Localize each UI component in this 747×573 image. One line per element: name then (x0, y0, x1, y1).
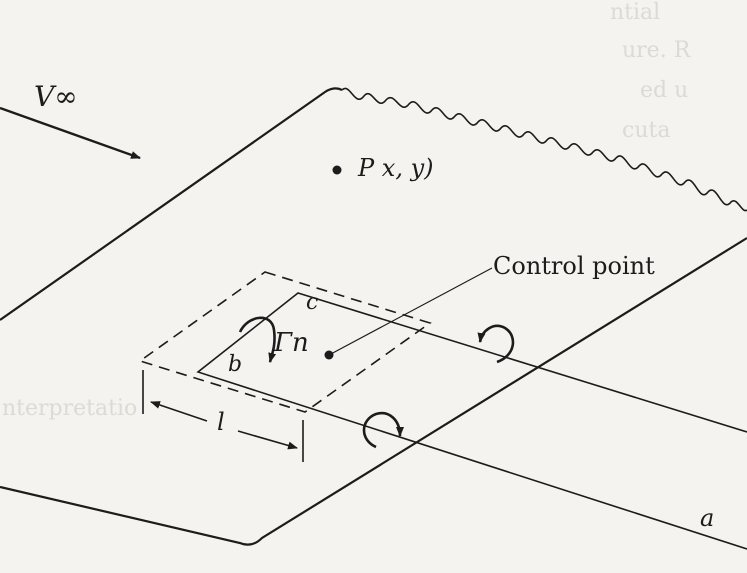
bleed-through-text: ed u (640, 78, 689, 103)
bleed-through-text: nterpretatio (2, 396, 138, 421)
circulation-label: Γn (274, 328, 309, 358)
wing-tip-wavy-edge (341, 87, 747, 212)
trailing-vortex-label: a (700, 504, 715, 532)
control-point-leader (328, 267, 493, 356)
freestream-arrow (0, 106, 141, 160)
control-point-label: Control point (493, 252, 655, 280)
edge-c-label: c (306, 290, 319, 315)
wing-leading-edge (0, 237, 747, 546)
field-point-label: P x, y) (358, 154, 434, 182)
bleed-through-text: cuta (622, 118, 671, 143)
panel-length-label: l (217, 408, 225, 436)
bleed-through-text: ure. R (622, 38, 691, 63)
field-point-dot (332, 165, 342, 175)
trailing-vortex-circulation-arrow (362, 411, 404, 449)
dimension-line-left (150, 401, 208, 422)
dimension-line-right (237, 430, 298, 450)
edge-b-label: b (228, 352, 243, 377)
freestream-velocity-label: V∞ (34, 80, 78, 113)
panel-dashed-outline (138, 271, 432, 413)
horseshoe-vortex (196, 292, 747, 550)
trailing-vortex-circulation-arrow (477, 324, 515, 364)
bound-vortex-circulation-arrow (238, 316, 277, 363)
wing-outline (0, 87, 343, 321)
control-point-dot (324, 350, 334, 360)
bleed-through-text: ntial (610, 0, 661, 25)
